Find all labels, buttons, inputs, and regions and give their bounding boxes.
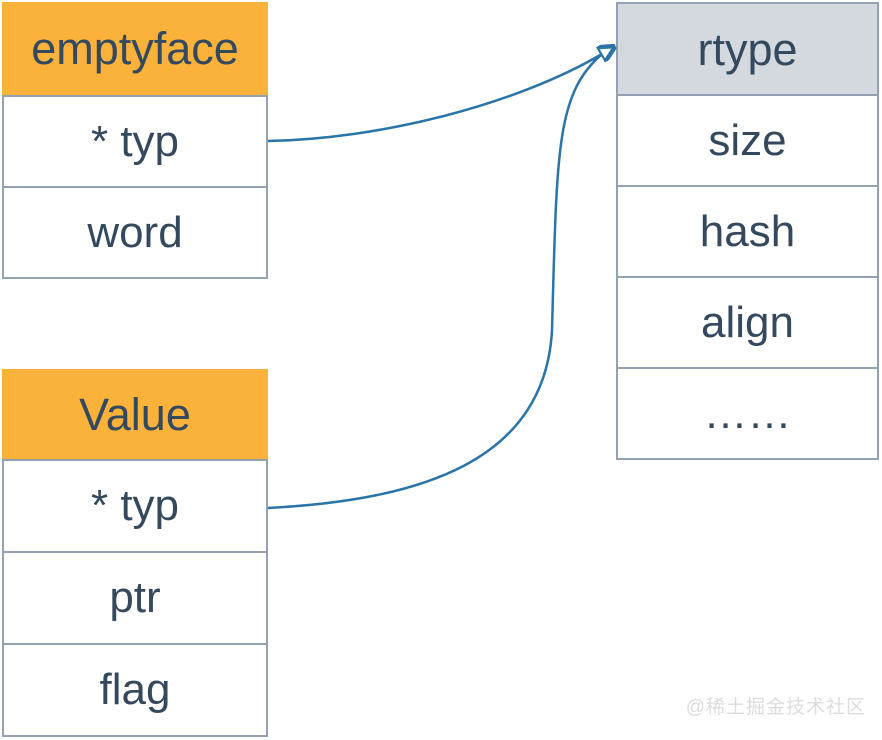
table-rtype-header: rtype	[618, 4, 877, 96]
table-row: flag	[4, 643, 266, 735]
table-value-header: Value	[2, 369, 268, 459]
table-row: hash	[618, 185, 877, 276]
table-row: ……	[618, 367, 877, 458]
watermark: @稀土掘金技术社区	[685, 697, 866, 718]
table-row: size	[618, 96, 877, 185]
table-row: align	[618, 276, 877, 367]
table-row: * typ	[4, 97, 266, 186]
table-emptyface-header: emptyface	[2, 2, 268, 95]
table-value-body: * typ ptr flag	[2, 459, 268, 737]
table-row: word	[4, 186, 266, 277]
arrow-value-typ-to-rtype-icon	[267, 53, 603, 510]
arrow-emptyface-typ-to-rtype-icon	[267, 54, 602, 143]
table-value: Value * typ ptr flag	[2, 369, 268, 737]
table-emptyface-body: * typ word	[2, 95, 268, 279]
table-row: * typ	[4, 461, 266, 551]
table-emptyface: emptyface * typ word	[2, 2, 268, 279]
table-row: ptr	[4, 551, 266, 643]
table-rtype: rtype size hash align ……	[616, 2, 879, 460]
